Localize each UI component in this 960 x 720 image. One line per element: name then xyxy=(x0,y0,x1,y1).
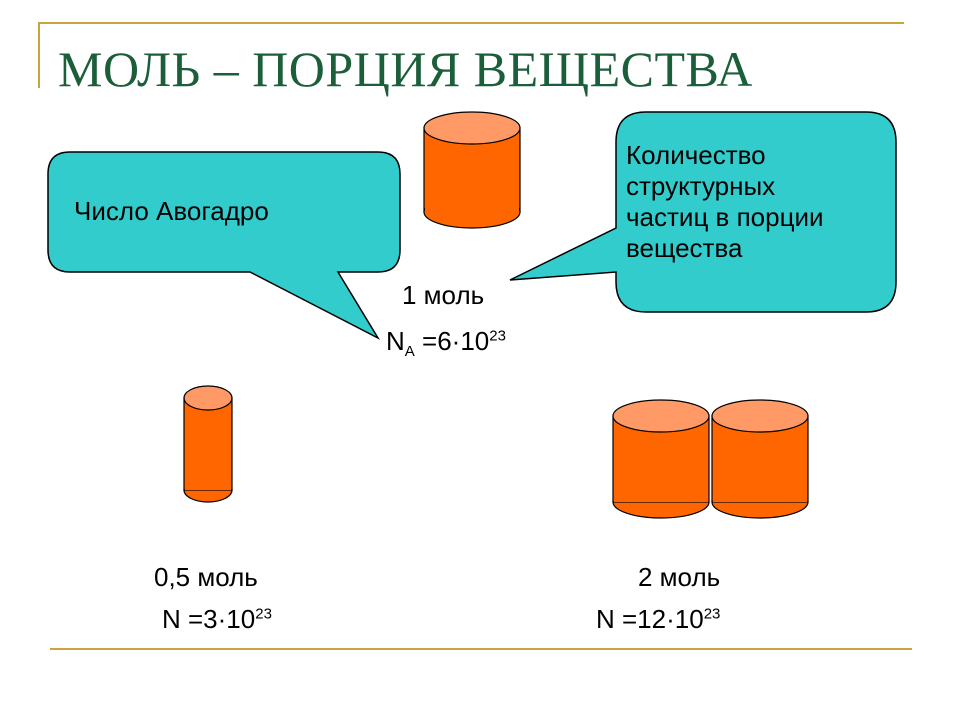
formula-value: =6·10 xyxy=(414,326,490,356)
right-formula: N =12·1023 xyxy=(596,604,720,635)
center-amount-label: 1 моль xyxy=(402,280,485,310)
cylinder-2-mol-left xyxy=(612,399,710,519)
callout-definition xyxy=(509,111,897,313)
formula-value: N =12·10 xyxy=(596,604,704,634)
callout-avogadro-text: Число Авогадро xyxy=(74,196,269,226)
formula-exponent: 23 xyxy=(255,605,272,623)
left-formula: N =3·1023 xyxy=(162,604,272,635)
formula-exponent: 23 xyxy=(703,605,721,623)
right-amount-label: 2 моль xyxy=(638,562,721,592)
callout-definition-line: частиц в порции xyxy=(626,202,824,232)
frame-left-line xyxy=(38,22,40,88)
formula-subscript: A xyxy=(404,343,415,361)
callout-definition-line: Количество xyxy=(626,140,766,170)
frame-top-line xyxy=(38,22,904,24)
callout-definition-text: Количество структурных частиц в порции в… xyxy=(626,140,824,264)
frame-bottom-line xyxy=(50,648,912,650)
formula-symbol: N xyxy=(386,326,405,356)
left-amount-label: 0,5 моль xyxy=(154,562,258,592)
callout-definition-line: структурных xyxy=(626,171,776,201)
cylinder-half-mol xyxy=(183,385,233,503)
formula-value: N =3·10 xyxy=(162,604,256,634)
callout-avogadro xyxy=(47,151,401,340)
formula-exponent: 23 xyxy=(489,327,506,345)
callout-definition-line: вещества xyxy=(626,233,743,263)
center-formula: NA =6·1023 xyxy=(386,326,506,360)
cylinder-1-mol xyxy=(423,111,521,229)
cylinder-2-mol-right xyxy=(711,399,809,519)
slide-title: МОЛЬ – ПОРЦИЯ ВЕЩЕСТВА xyxy=(58,41,753,97)
